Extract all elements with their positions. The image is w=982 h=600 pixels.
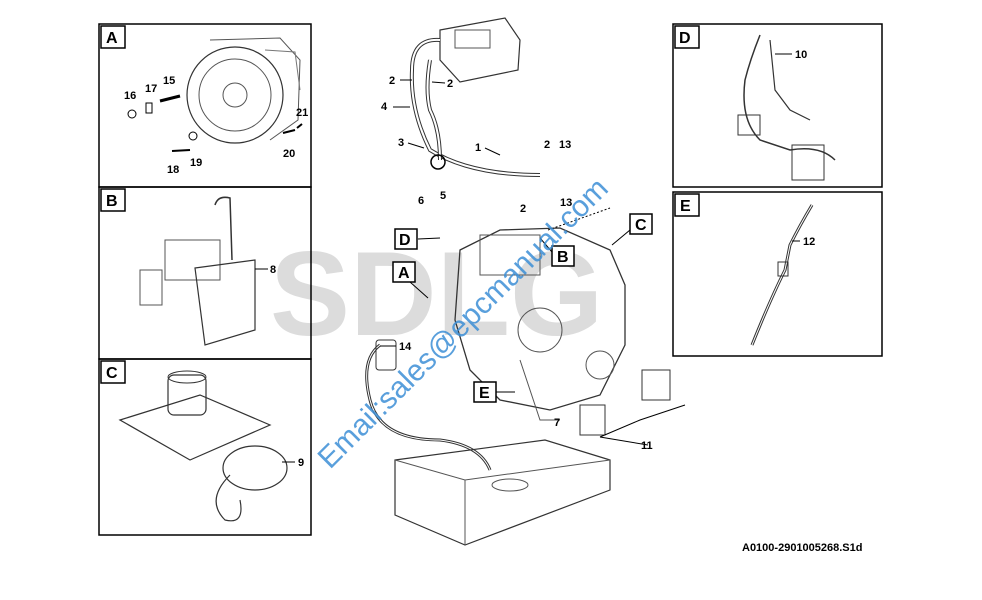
panel-a-tag: A (106, 30, 118, 47)
callout-2d: 2 (520, 203, 526, 215)
label-16: 16 (124, 90, 136, 102)
label-8: 8 (270, 264, 276, 276)
main-tag-c: C (635, 217, 647, 234)
callout-13b: 13 (560, 197, 572, 209)
callout-2a: 2 (389, 75, 395, 87)
main-tag-d: D (399, 232, 411, 249)
label-19: 19 (190, 157, 202, 169)
callout-6: 6 (418, 195, 424, 207)
callout-2b: 2 (447, 78, 453, 90)
reference-code: A0100-2901005268.S1d (742, 542, 863, 554)
detail-panel-c: C 9 (98, 358, 312, 536)
callout-3: 3 (398, 137, 404, 149)
main-tag-a: A (398, 265, 410, 282)
detail-panel-a: A 15 16 17 18 19 20 21 (98, 23, 312, 188)
detail-panel-b: B 8 (98, 186, 312, 360)
callout-1: 1 (475, 142, 481, 154)
panel-c-tag: C (106, 365, 118, 382)
label-12: 12 (803, 236, 815, 248)
callout-7: 7 (554, 417, 560, 429)
detail-panel-e: E 12 (672, 191, 883, 357)
callout-11: 11 (641, 440, 653, 452)
label-15: 15 (163, 75, 175, 87)
main-assembly: D A B C E 1 2 2 2 2 3 4 5 6 7 11 13 13 1… (365, 17, 686, 546)
panel-e-tag: E (680, 198, 691, 215)
label-21: 21 (296, 107, 308, 119)
label-9: 9 (298, 457, 304, 469)
callout-5: 5 (440, 190, 446, 202)
brand-watermark: SDLG (270, 227, 603, 361)
panel-d-tag: D (679, 30, 691, 47)
label-10: 10 (795, 49, 807, 61)
main-tag-b: B (557, 249, 569, 266)
label-17: 17 (145, 83, 157, 95)
panel-b-tag: B (106, 193, 118, 210)
callout-14: 14 (399, 341, 412, 353)
main-tag-e: E (479, 385, 490, 402)
callout-13a: 13 (559, 139, 571, 151)
callout-2c: 2 (544, 139, 550, 151)
label-18: 18 (167, 164, 179, 176)
detail-panel-d: D 10 (672, 23, 883, 188)
label-20: 20 (283, 148, 295, 160)
callout-4: 4 (381, 101, 388, 113)
